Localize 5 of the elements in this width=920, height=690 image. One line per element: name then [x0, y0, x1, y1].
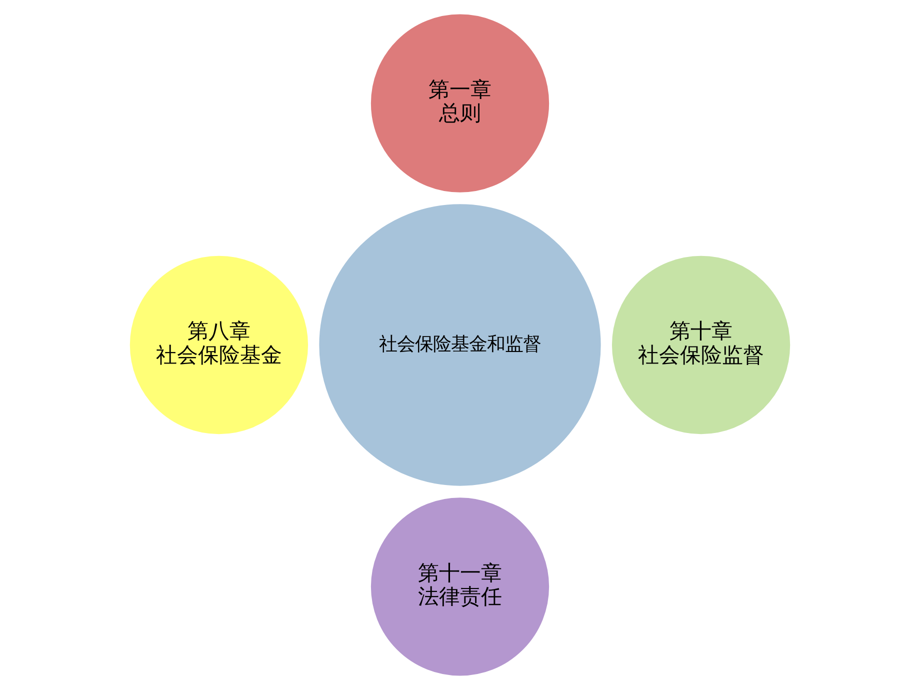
node-circle: 第十一章 法律责任 — [370, 496, 550, 678]
node-circle: 第八章 社会保险基金 — [128, 254, 310, 436]
node-circle: 社会保险基金和监督 — [318, 202, 602, 488]
node-circle: 第一章 总则 — [370, 12, 550, 194]
node-circle: 第十章 社会保险监督 — [610, 254, 792, 436]
